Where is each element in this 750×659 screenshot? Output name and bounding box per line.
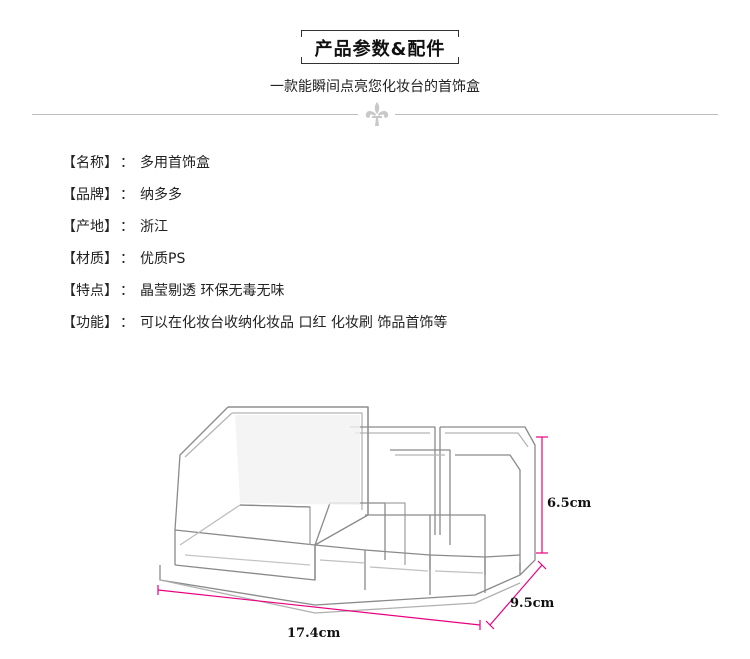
height-dimension-label: 6.5cm bbox=[547, 496, 592, 511]
divider-right bbox=[395, 114, 718, 115]
param-sep: ： bbox=[120, 155, 134, 171]
section-subtitle: 一款能瞬间点亮您化妆台的首饰盒 bbox=[270, 79, 480, 95]
param-key: 【特点】 bbox=[62, 283, 118, 299]
param-value: 可以在化妆台收纳化妆品 口红 化妆刷 饰品首饰等 bbox=[140, 315, 448, 331]
param-value: 晶莹剔透 环保无毒无味 bbox=[140, 283, 285, 299]
param-row-material: 【材质】： 优质PS bbox=[62, 248, 447, 280]
fleur-de-lis-icon bbox=[365, 102, 389, 126]
param-row-function: 【功能】： 可以在化妆台收纳化妆品 口红 化妆刷 饰品首饰等 bbox=[62, 312, 447, 344]
width-dimension-label: 17.4cm bbox=[287, 626, 341, 641]
param-value: 多用首饰盒 bbox=[140, 155, 210, 171]
param-row-name: 【名称】： 多用首饰盒 bbox=[62, 152, 447, 184]
param-sep: ： bbox=[120, 219, 134, 235]
section-title-box: 产品参数&配件 bbox=[300, 30, 460, 64]
param-key: 【材质】 bbox=[62, 251, 118, 267]
param-key: 【名称】 bbox=[62, 155, 118, 171]
param-value: 纳多多 bbox=[140, 187, 182, 203]
param-sep: ： bbox=[120, 283, 134, 299]
param-key: 【产地】 bbox=[62, 219, 118, 235]
depth-dimension-label: 9.5cm bbox=[510, 596, 555, 611]
param-sep: ： bbox=[120, 251, 134, 267]
param-list: 【名称】：多用首饰盒 【品牌】：纳多多 【产地】：浙江 【材质】：优质PS 【特… bbox=[62, 152, 447, 344]
param-row-features: 【特点】： 晶莹剔透 环保无毒无味 bbox=[62, 280, 447, 312]
param-key: 【功能】 bbox=[62, 315, 118, 331]
param-row-brand: 【品牌】： 纳多多 bbox=[62, 184, 447, 216]
param-value: 浙江 bbox=[140, 219, 168, 235]
param-row-origin: 【产地】： 浙江 bbox=[62, 216, 447, 248]
param-sep: ： bbox=[120, 187, 134, 203]
divider-left bbox=[32, 114, 358, 115]
section-title: 产品参数&配件 bbox=[314, 39, 446, 60]
param-value: 优质PS bbox=[140, 251, 186, 267]
param-key: 【品牌】 bbox=[62, 187, 118, 203]
param-sep: ： bbox=[120, 315, 134, 331]
acrylic-organizer-image bbox=[157, 406, 548, 630]
